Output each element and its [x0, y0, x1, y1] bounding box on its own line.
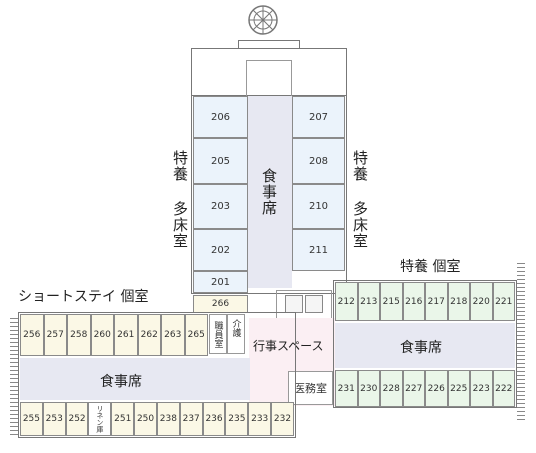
room-256[interactable]: 256 [20, 314, 44, 356]
label-tokuyo-tasho-right-text: 特養 多床室 [351, 150, 369, 249]
room-220[interactable]: 220 [470, 282, 493, 321]
dining-label-center: 食事席 [260, 168, 278, 216]
room-215[interactable]: 215 [380, 282, 403, 321]
room-255[interactable]: 255 [20, 402, 43, 436]
room-221[interactable]: 221 [492, 282, 515, 321]
label-tokuyo-tasho-left-text: 特養 多床室 [171, 150, 189, 249]
room-227[interactable]: 227 [402, 370, 425, 407]
room-260[interactable]: 260 [90, 314, 114, 356]
room-236[interactable]: 236 [202, 402, 226, 436]
room-263[interactable]: 263 [161, 314, 185, 356]
room-233[interactable]: 233 [248, 402, 272, 436]
room-216[interactable]: 216 [402, 282, 425, 321]
west-balcony [10, 318, 18, 436]
room-203[interactable]: 203 [193, 184, 248, 229]
room-257[interactable]: 257 [43, 314, 67, 356]
room-202[interactable]: 202 [193, 229, 248, 271]
room-225[interactable]: 225 [447, 370, 470, 407]
east-dining-corridor [335, 323, 515, 368]
room-206[interactable]: 206 [193, 96, 248, 138]
room-235[interactable]: 235 [225, 402, 249, 436]
west-wing-outline [18, 312, 296, 438]
fan-base [238, 40, 300, 49]
room-258[interactable]: 258 [67, 314, 91, 356]
dining-label-left: 食事席 [100, 374, 142, 390]
event-space-label: 行事スペース [253, 339, 324, 353]
label-tokuyo-tasho-left: 特養 多床室 [170, 150, 191, 249]
room-250[interactable]: 250 [134, 402, 157, 436]
room-230[interactable]: 230 [357, 370, 380, 407]
west-dining-corridor [20, 358, 250, 400]
east-wing-outline [333, 280, 517, 408]
room-205[interactable]: 205 [193, 138, 248, 184]
label-tokuyo-tasho-right: 特養 多床室 [350, 150, 371, 249]
north-dining-corridor [248, 96, 292, 288]
room-237[interactable]: 237 [179, 402, 203, 436]
linen-room[interactable]: リネン庫 [88, 402, 112, 436]
staff-room[interactable]: 職員室 [209, 314, 227, 354]
elevator-icon-2 [305, 295, 323, 313]
care-room[interactable]: 介護 [227, 314, 245, 354]
room-252[interactable]: 252 [65, 402, 89, 436]
dining-label-right: 食事席 [400, 340, 442, 356]
room-238[interactable]: 238 [156, 402, 180, 436]
room-253[interactable]: 253 [42, 402, 66, 436]
room-218[interactable]: 218 [447, 282, 470, 321]
room-223[interactable]: 223 [470, 370, 493, 407]
fan-icon [243, 2, 283, 42]
label-short-stay: ショートステイ 個室 [18, 289, 149, 305]
room-266[interactable]: 266 [193, 295, 248, 313]
room-226[interactable]: 226 [425, 370, 448, 407]
room-212[interactable]: 212 [335, 282, 358, 321]
room-208[interactable]: 208 [292, 138, 345, 184]
room-210[interactable]: 210 [292, 184, 345, 229]
east-balcony [517, 263, 525, 423]
room-222[interactable]: 222 [492, 370, 515, 407]
north-top-inner-line [246, 60, 292, 96]
room-261[interactable]: 261 [114, 314, 138, 356]
room-213[interactable]: 213 [357, 282, 380, 321]
room-231[interactable]: 231 [335, 370, 358, 407]
room-232[interactable]: 232 [271, 402, 294, 436]
room-262[interactable]: 262 [137, 314, 161, 356]
room-201[interactable]: 201 [193, 271, 248, 293]
room-251[interactable]: 251 [111, 402, 135, 436]
room-217[interactable]: 217 [425, 282, 448, 321]
room-228[interactable]: 228 [380, 370, 403, 407]
room-265[interactable]: 265 [184, 314, 208, 356]
room-207[interactable]: 207 [292, 96, 345, 138]
room-211[interactable]: 211 [292, 229, 345, 271]
label-tokuyo-koshitsu: 特養 個室 [400, 259, 461, 275]
